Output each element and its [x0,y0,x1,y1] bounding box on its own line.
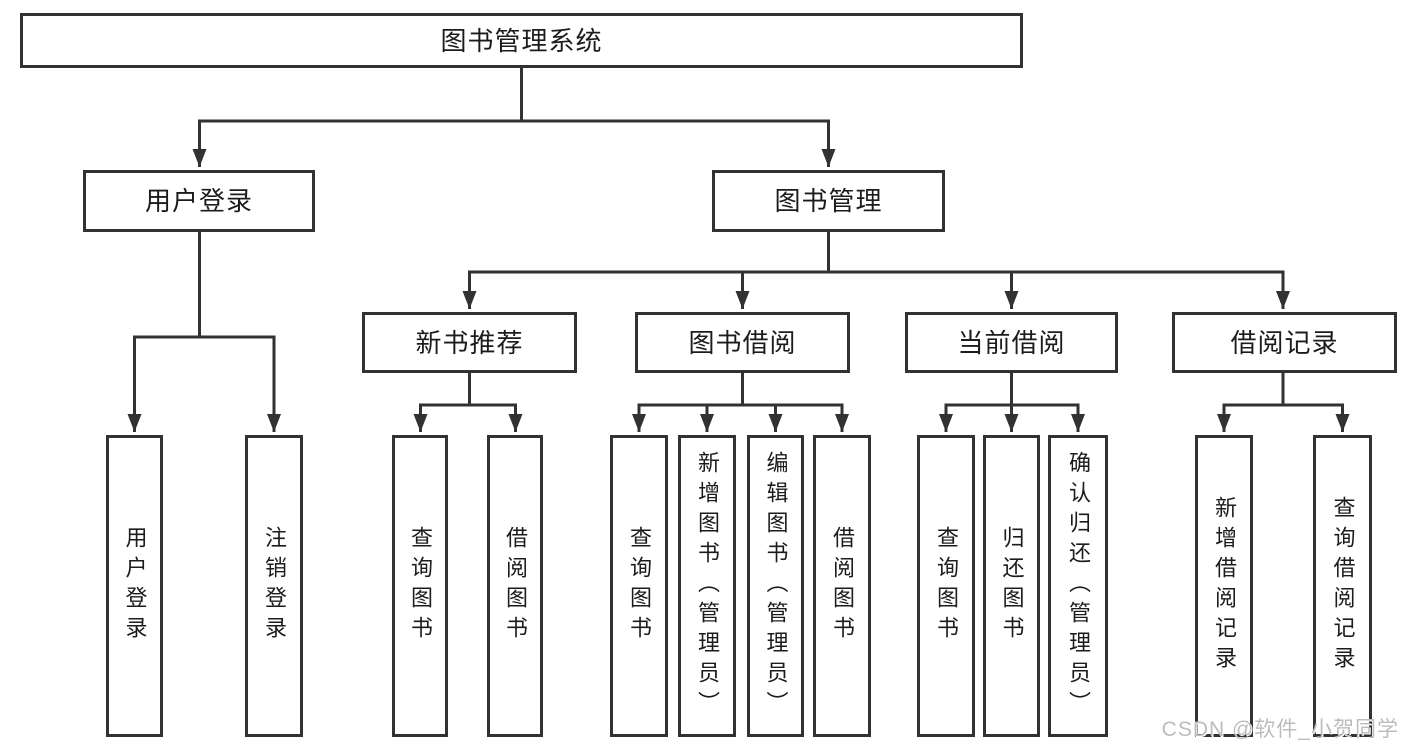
leaf-borrowing-borrow-books: 借阅图书 [813,435,871,737]
leaf-logout: 注销登录 [245,435,303,737]
leaf-records-query-borrow-record: 查询借阅记录 [1313,435,1372,737]
node-borrowing-records: 借阅记录 [1172,312,1397,373]
node-book-borrowing: 图书借阅 [635,312,850,373]
node-user-login: 用户登录 [83,170,315,232]
leaf-borrowing-query-books: 查询图书 [610,435,668,737]
leaf-user-login: 用户登录 [106,435,163,737]
leaf-current-confirm-return-admin: 确认归还（管理员） [1048,435,1108,737]
node-book-management: 图书管理 [712,170,945,232]
leaf-current-query-books: 查询图书 [917,435,975,737]
leaf-recommend-borrow-books: 借阅图书 [487,435,543,737]
node-new-book-recommendation: 新书推荐 [362,312,577,373]
leaf-current-return-books: 归还图书 [983,435,1040,737]
leaf-recommend-query-books: 查询图书 [392,435,448,737]
csdn-watermark: CSDN @软件_小贺同学 [1161,718,1399,741]
node-book-management-system: 图书管理系统 [20,13,1023,68]
leaf-records-add-borrow-record: 新增借阅记录 [1195,435,1253,737]
leaf-borrowing-add-books-admin: 新增图书（管理员） [678,435,736,737]
leaf-borrowing-edit-books-admin: 编辑图书（管理员） [747,435,804,737]
node-current-borrowing: 当前借阅 [905,312,1118,373]
